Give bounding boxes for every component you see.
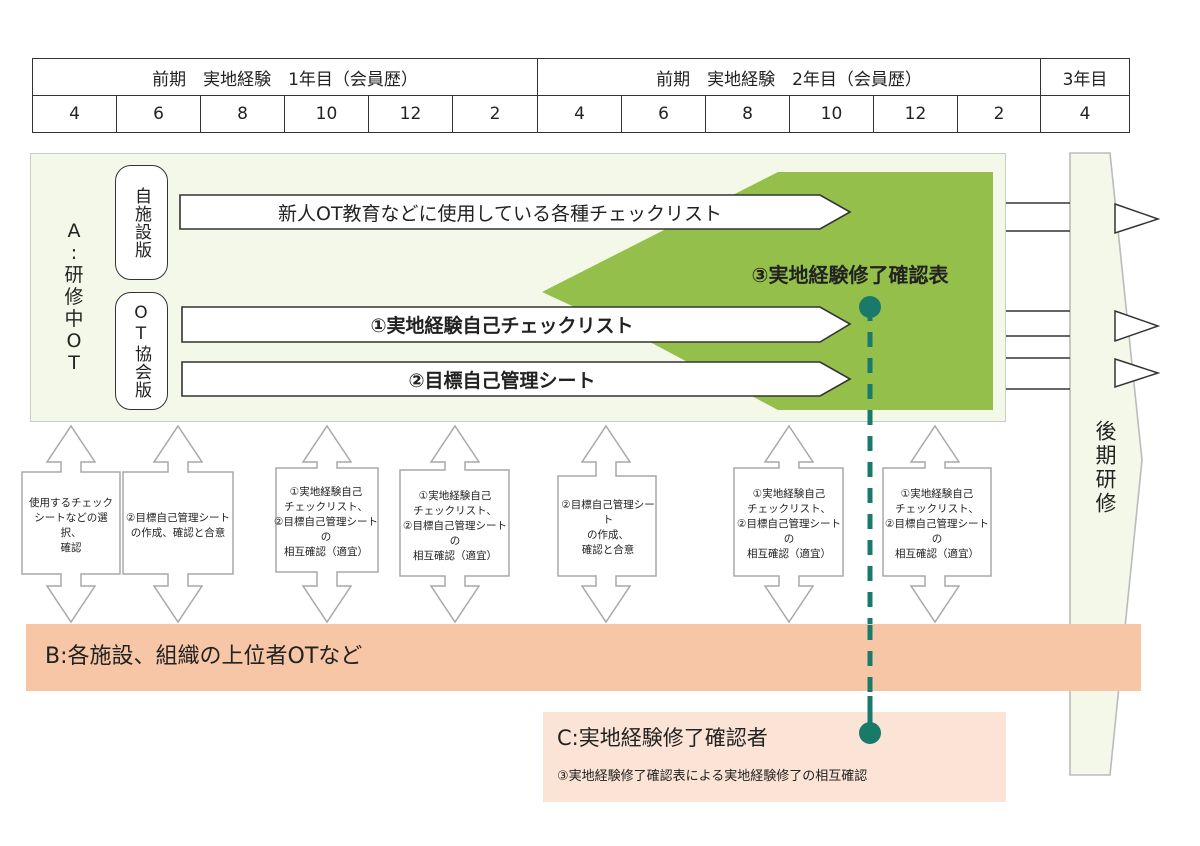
band-c-desc: ③実地経験修了確認表による実地経験修了の相互確認	[557, 769, 868, 784]
band-c-title: C:実地経験修了確認者	[557, 726, 768, 750]
step-box-3: ①実地経験自己 チェックリスト、 ②目標自己管理シートの 相互確認（適宜）	[273, 472, 379, 572]
header-year1: 前期 実地経験 1年目（会員歴）	[32, 58, 538, 96]
header-year3: 3年目	[1040, 58, 1130, 96]
month-cell: 10	[789, 95, 874, 133]
step-box-6: ①実地経験自己 チェックリスト、 ②目標自己管理シートの 相互確認（適宜）	[736, 472, 842, 576]
panel-a-label-char: 研	[64, 264, 84, 286]
step-text-1: 使用するチェック シートなどの選択、 確認	[29, 497, 113, 554]
teal-dot-top	[859, 296, 881, 318]
arrow-goal-sheet	[181, 361, 852, 397]
arrow-own-checklist	[179, 194, 852, 230]
month-label: 6	[658, 104, 669, 124]
month-cell: 2	[452, 95, 538, 133]
step-box-4: ①実地経験自己 チェックリスト、 ②目標自己管理シートの 相互確認（適宜）	[402, 476, 508, 576]
month-label: 10	[820, 104, 843, 124]
month-label: 4	[69, 104, 80, 124]
month-cell: 10	[284, 95, 369, 133]
step-double-arrow-1	[21, 424, 121, 624]
month-label: 6	[153, 104, 164, 124]
month-label: 2	[993, 104, 1005, 124]
step-arrows	[21, 424, 992, 624]
month-label: 12	[399, 104, 422, 124]
month-cell: 12	[873, 95, 958, 133]
step-box-1: 使用するチェック シートなどの選択、 確認	[24, 478, 118, 574]
step-text-2: ②目標自己管理シート の作成、確認と合意	[126, 512, 230, 539]
month-cell: 6	[116, 95, 201, 133]
arrow-self-checklist	[181, 306, 852, 343]
panel-a-label-char: 修	[64, 286, 84, 308]
step-box-7: ①実地経験自己 チェックリスト、 ②目標自己管理シートの 相互確認（適宜）	[884, 472, 990, 576]
month-cell: 2	[957, 95, 1041, 133]
month-label: 12	[904, 104, 927, 124]
month-label: 2	[489, 104, 501, 124]
band-b-label: B:各施設、組織の上位者OTなど	[45, 644, 363, 669]
step-double-arrow-4	[399, 424, 510, 624]
header-year3-label: 3年目	[1062, 69, 1108, 90]
panel-a-label-char: 中	[64, 308, 84, 330]
month-cell: 8	[705, 95, 790, 133]
step-double-arrow-5	[557, 424, 657, 624]
pill-own-facility: 自施設版	[115, 165, 168, 280]
connector-lines	[1006, 202, 1070, 390]
pill-ot-association-label: OT協会版	[131, 303, 151, 399]
step-text-3: ①実地経験自己 チェックリスト、 ②目標自己管理シートの 相互確認（適宜）	[274, 485, 378, 558]
band-c	[543, 712, 1006, 802]
step-text-4: ①実地経験自己 チェックリスト、 ②目標自己管理シートの 相互確認（適宜）	[403, 489, 507, 562]
month-cell: 4	[32, 95, 117, 133]
step-box-5: ②目標自己管理シート の作成、 確認と合意	[560, 480, 656, 576]
header-year1-label: 前期 実地経験 1年目（会員歴）	[152, 69, 418, 90]
band-b	[26, 624, 1141, 691]
step-box-2: ②目標自己管理シート の作成、確認と合意	[125, 478, 231, 574]
post-training-label: 後期研修	[1093, 420, 1117, 516]
month-cell: 6	[621, 95, 706, 133]
step-double-arrow-7	[882, 424, 992, 624]
panel-a-label-char: A	[67, 220, 81, 242]
step-double-arrow-6	[733, 424, 844, 624]
pill-own-facility-label: 自施設版	[131, 186, 151, 259]
month-label: 8	[237, 104, 248, 124]
step-text-5: ②目標自己管理シート の作成、 確認と合意	[561, 499, 655, 556]
header-year2-label: 前期 実地経験 2年目（会員歴）	[656, 69, 922, 90]
pill-ot-association: OT協会版	[115, 292, 168, 410]
teal-dot-bottom-front	[859, 722, 881, 744]
panel-a-label-char: T	[68, 352, 80, 374]
month-label: 4	[574, 104, 585, 124]
step-text-6: ①実地経験自己 チェックリスト、 ②目標自己管理シートの 相互確認（適宜）	[737, 487, 841, 560]
month-cell: 8	[200, 95, 285, 133]
green-zone	[542, 172, 993, 410]
month-cell: 12	[368, 95, 453, 133]
outgoing-chevrons	[1114, 202, 1161, 389]
month-label: 8	[742, 104, 753, 124]
step-double-arrow-3	[275, 424, 379, 624]
month-label: 10	[315, 104, 338, 124]
step-text-7: ①実地経験自己 チェックリスト、 ②目標自己管理シートの 相互確認（適宜）	[885, 487, 989, 560]
month-cell: 4	[1040, 95, 1130, 133]
panel-a-label-char: :	[70, 242, 78, 264]
panel-a-label-char: O	[66, 330, 82, 352]
step-double-arrow-2	[122, 424, 234, 624]
month-label: 4	[1079, 104, 1091, 124]
